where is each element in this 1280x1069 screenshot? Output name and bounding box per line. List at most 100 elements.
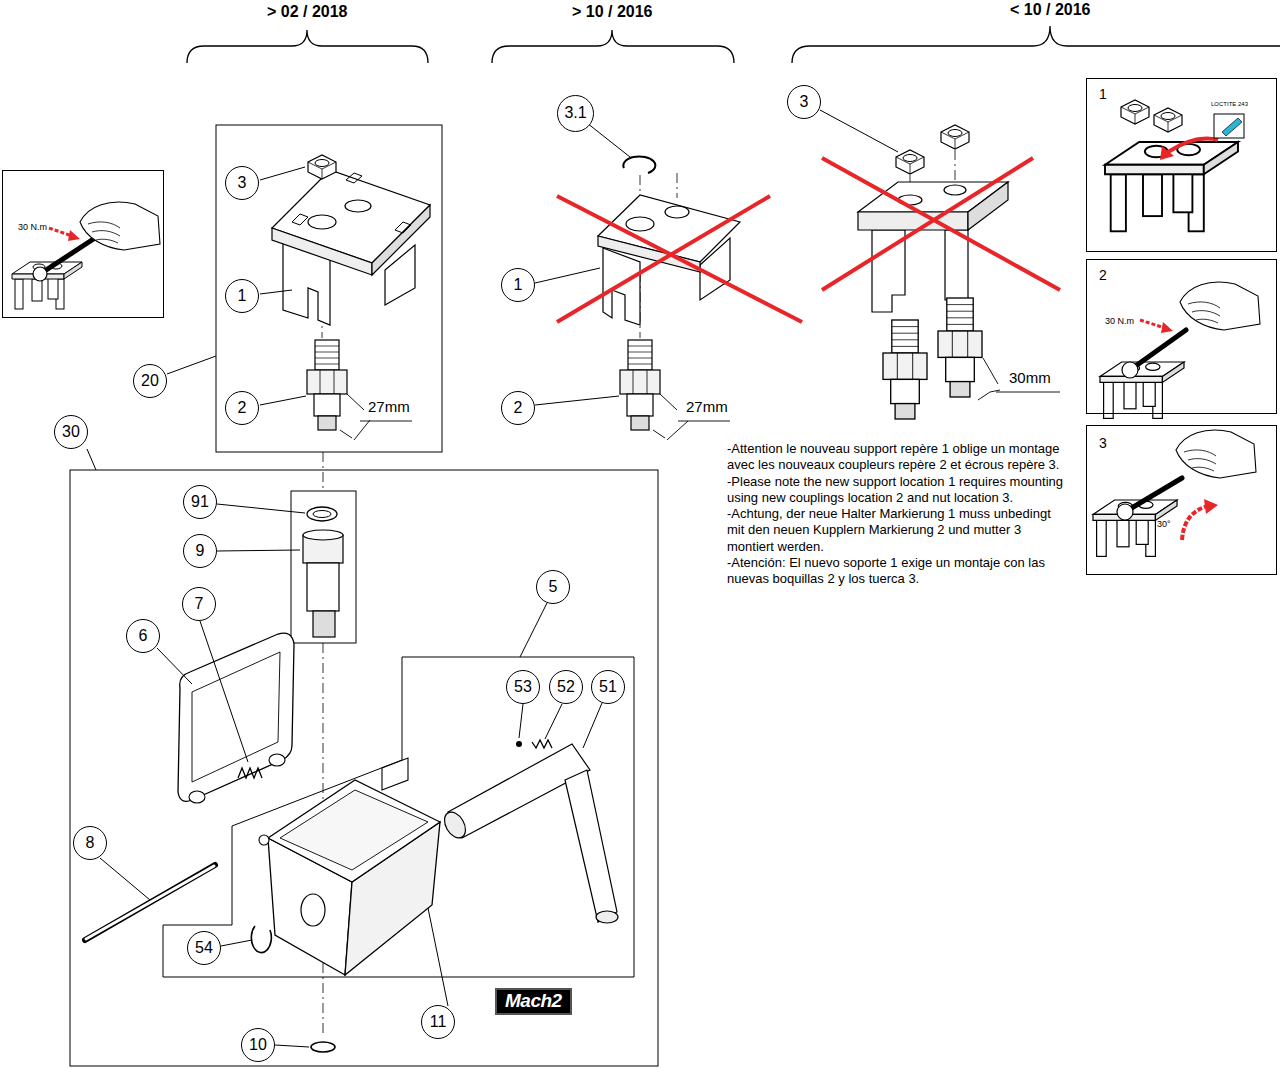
hole xyxy=(345,200,371,212)
hole xyxy=(944,185,966,195)
callout-number: 30 xyxy=(54,415,88,449)
date-heading: > 02 / 2018 xyxy=(267,3,348,21)
dimension-line xyxy=(653,394,730,440)
dimension-label: 27mm xyxy=(367,399,411,416)
cross-out xyxy=(822,158,1060,290)
cross-out xyxy=(557,196,802,322)
hole xyxy=(626,217,654,231)
seal-ring xyxy=(307,507,337,521)
coupling xyxy=(883,320,927,419)
circlip xyxy=(251,926,271,953)
date-bracket xyxy=(492,30,734,63)
slot xyxy=(395,222,411,233)
step-text: 30° xyxy=(1157,520,1171,530)
ball xyxy=(516,741,522,747)
date-heading: > 10 / 2016 xyxy=(572,3,653,21)
torque-arrow xyxy=(49,228,72,236)
mini-support xyxy=(1100,362,1184,418)
inset-panel: 330° xyxy=(1086,425,1277,575)
nut xyxy=(1154,108,1182,132)
nut xyxy=(1121,100,1149,124)
hand xyxy=(1176,430,1256,478)
mini-support xyxy=(1105,142,1238,231)
pin-end xyxy=(440,808,470,841)
fitting-tip xyxy=(313,611,335,637)
seal-ring-inner xyxy=(313,511,331,518)
loctite-pen xyxy=(1222,118,1242,136)
support-plate xyxy=(272,170,430,263)
callout-number: 91 xyxy=(183,485,217,519)
hole xyxy=(308,215,336,229)
callout-number: 5 xyxy=(536,570,570,604)
callout-number: 2 xyxy=(501,391,535,425)
coupling xyxy=(620,340,660,430)
callout-number: 1 xyxy=(225,279,259,313)
inset-panel: 1LOCTITE 243 xyxy=(1086,78,1277,252)
note-text: -Atención: El nuevo soporte 1 exige un m… xyxy=(727,555,1065,588)
assembly-frame xyxy=(216,125,442,452)
date-bracket xyxy=(187,30,428,63)
dimension-label: 27mm xyxy=(685,399,729,416)
apply-arrow xyxy=(1168,139,1218,153)
callout-number: 1 xyxy=(501,268,535,302)
spring xyxy=(238,768,262,778)
hinge xyxy=(269,754,285,766)
callout-number: 11 xyxy=(421,1005,455,1039)
wrench-head xyxy=(33,267,47,281)
dimension-label: 30mm xyxy=(1008,370,1052,387)
callout-number: 2 xyxy=(225,391,259,425)
circlip xyxy=(311,1042,335,1052)
note-text: -Please note the new support location 1 … xyxy=(727,474,1065,507)
step-text: 30 N.m xyxy=(1105,317,1134,327)
nut xyxy=(896,150,924,174)
leader-line xyxy=(167,167,306,405)
notes-block: -Attention le nouveau support repère 1 o… xyxy=(727,441,1065,588)
note-text: -Attention le nouveau support repère 1 o… xyxy=(727,441,1065,474)
fitting-top xyxy=(303,530,343,540)
coupling xyxy=(307,340,347,430)
assembly-frame xyxy=(70,470,658,1066)
old-support-leg xyxy=(945,230,968,300)
callout-number: 20 xyxy=(133,364,167,398)
date-heading: < 10 / 2016 xyxy=(1010,1,1091,19)
support-plate-edge xyxy=(272,228,372,275)
wrench-head xyxy=(1117,504,1133,520)
rotation-arrow xyxy=(1182,506,1208,540)
hinge xyxy=(189,791,205,803)
leader-line xyxy=(820,110,898,152)
step-text: 2 xyxy=(1099,268,1107,283)
callout-number: 3.1 xyxy=(557,95,594,132)
nut xyxy=(941,125,969,149)
old-support-edge xyxy=(858,212,968,230)
circlip xyxy=(623,156,655,173)
slot xyxy=(292,214,308,225)
callout-number: 7 xyxy=(182,587,216,621)
wrench xyxy=(40,238,95,274)
callout-number: 10 xyxy=(241,1028,275,1062)
hole xyxy=(665,206,689,218)
arrowhead xyxy=(1204,499,1218,514)
box-tab xyxy=(382,758,408,790)
date-bracket xyxy=(792,26,1280,63)
brand-logo: Mach2 xyxy=(495,988,572,1015)
support-plate-side xyxy=(372,205,430,275)
arrowhead xyxy=(68,230,80,241)
wrench xyxy=(1125,478,1182,512)
old-support-leg xyxy=(603,248,640,325)
dimension-line xyxy=(340,394,412,440)
callout-number: 3 xyxy=(787,85,821,119)
callout-number: 8 xyxy=(73,826,107,860)
leader-line xyxy=(100,504,602,1047)
dimension-line xyxy=(978,358,1060,400)
note-text: -Achtung, der neue Halter Markierung 1 m… xyxy=(727,506,1065,555)
coupling xyxy=(938,298,982,397)
inset-panel: 30 N.m xyxy=(2,170,164,318)
inset-panel: 2 30 N.m xyxy=(1086,259,1277,414)
box-rim xyxy=(268,780,440,882)
old-support-side xyxy=(968,182,1008,230)
nut xyxy=(308,155,336,179)
hand xyxy=(80,202,160,250)
callout-number: 54 xyxy=(187,931,221,965)
